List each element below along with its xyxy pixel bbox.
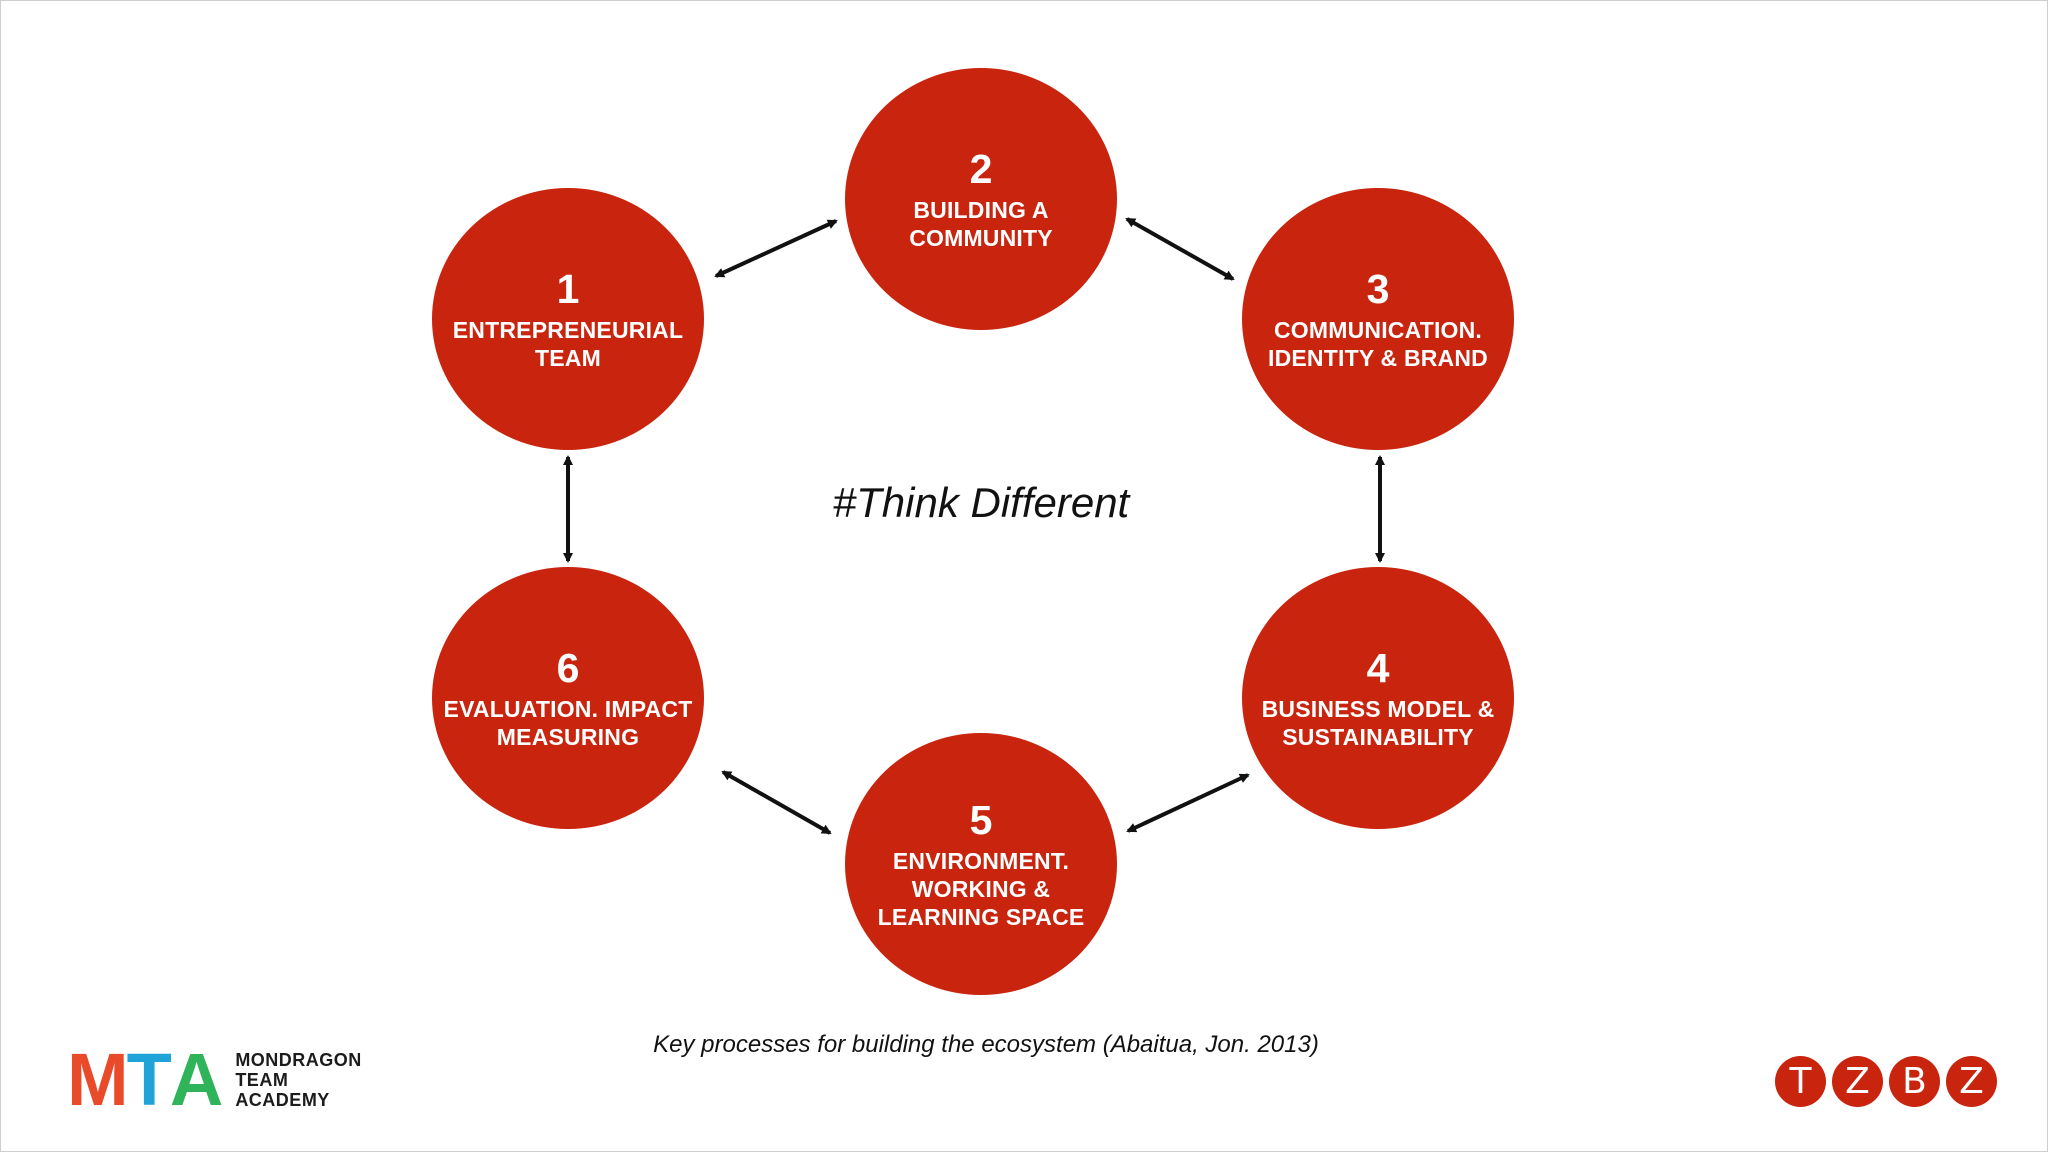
mta-logo: M T A MONDRAGON TEAM ACADEMY [67, 1038, 362, 1121]
node-number: 1 [556, 266, 580, 312]
tzbz-letter: Z [1946, 1056, 1997, 1107]
caption: Key processes for building the ecosystem… [653, 1031, 1319, 1058]
arrow-2-3 [1125, 217, 1235, 281]
node-number: 4 [1366, 645, 1390, 691]
node-number: 3 [1366, 266, 1390, 312]
process-node-2: 2 BUILDING A COMMUNITY [845, 68, 1117, 330]
tzbz-letter: T [1775, 1056, 1826, 1107]
process-node-5: 5 ENVIRONMENT. WORKING & LEARNING SPACE [845, 733, 1117, 995]
process-node-6: 6 EVALUATION. IMPACT MEASURING [432, 567, 704, 829]
process-node-4: 4 BUSINESS MODEL & SUSTAINABILITY [1242, 567, 1514, 829]
process-node-1: 1 ENTREPRENEURIAL TEAM [432, 188, 704, 450]
node-label: BUILDING A COMMUNITY [909, 197, 1053, 251]
node-label: BUSINESS MODEL & SUSTAINABILITY [1261, 696, 1495, 750]
mta-logo-mark: M T A [67, 1038, 223, 1121]
tzbz-letter: Z [1832, 1056, 1883, 1107]
mta-letter-t: T [126, 1038, 172, 1121]
arrow-5-6 [721, 770, 832, 835]
node-label: ENVIRONMENT. WORKING & LEARNING SPACE [877, 848, 1085, 930]
mta-logo-text: MONDRAGON TEAM ACADEMY [235, 1050, 362, 1110]
node-number: 6 [556, 645, 580, 691]
arrow-4-5 [1126, 773, 1250, 833]
mta-word: TEAM [235, 1070, 289, 1090]
mta-word: MONDRAGON [235, 1050, 362, 1070]
node-label: COMMUNICATION. IDENTITY & BRAND [1267, 317, 1488, 371]
process-node-3: 3 COMMUNICATION. IDENTITY & BRAND [1242, 188, 1514, 450]
tzbz-letter: B [1889, 1056, 1940, 1107]
node-label: ENTREPRENEURIAL TEAM [452, 317, 684, 371]
arrow-1-2 [714, 219, 838, 278]
center-slogan: #Think Different [832, 479, 1130, 526]
tzbz-logo: T Z B Z [1775, 1056, 2003, 1107]
mta-letter-a: A [169, 1038, 223, 1121]
mta-word: ACADEMY [235, 1090, 330, 1110]
node-label: EVALUATION. IMPACT MEASURING [443, 696, 693, 750]
node-number: 2 [969, 146, 993, 192]
mta-letter-m: M [67, 1038, 129, 1121]
node-number: 5 [969, 797, 993, 843]
